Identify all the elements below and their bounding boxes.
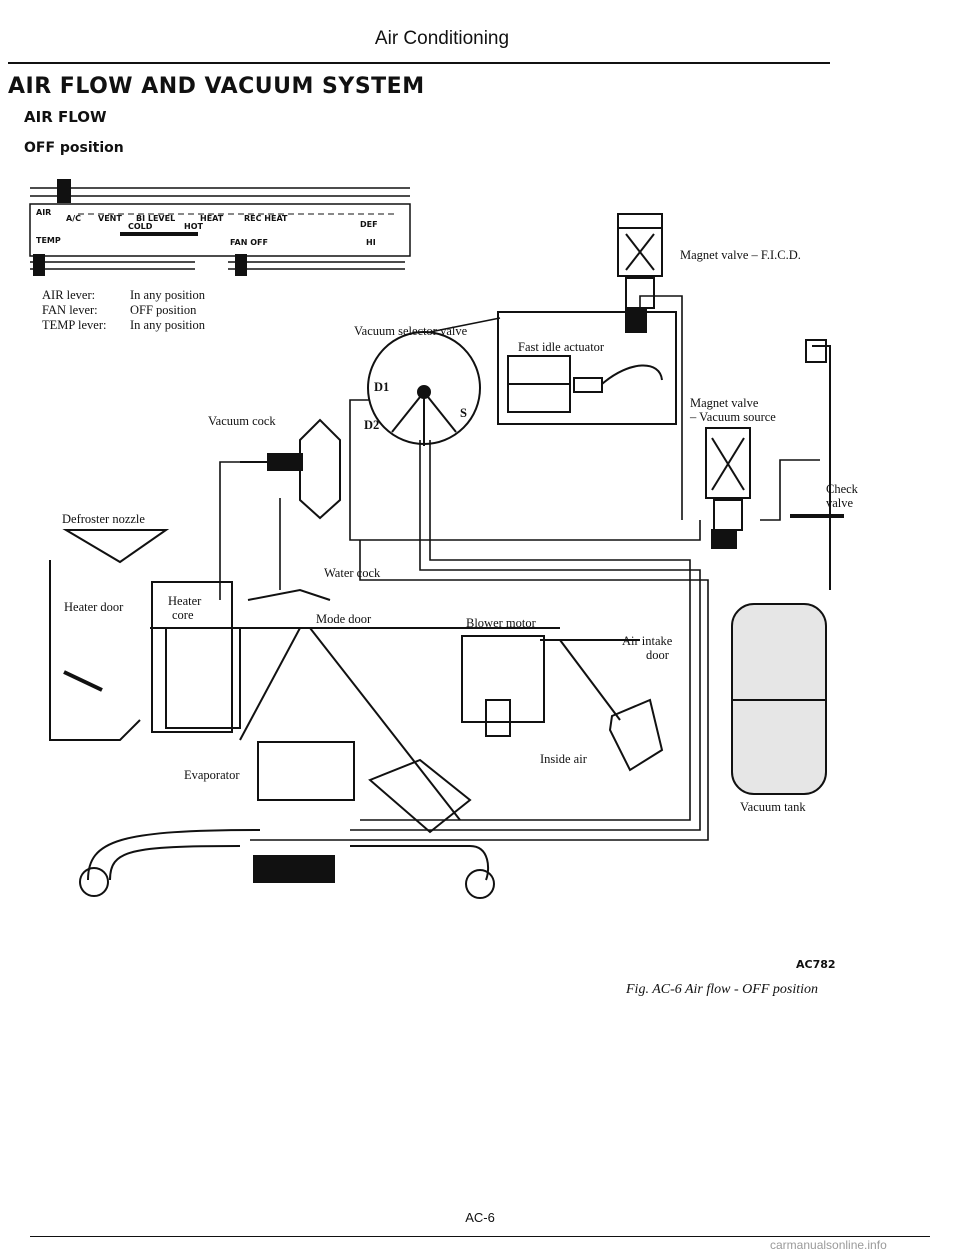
label-check-valve-1: Check bbox=[826, 482, 858, 496]
figure-caption: Fig. AC-6 Air flow - OFF position bbox=[626, 982, 818, 997]
label-vacuum-selector-valve: Vacuum selector valve bbox=[354, 324, 468, 338]
label-air-intake-door-2: door bbox=[646, 648, 669, 662]
label-magnet-valve-vacuum-source-2: – Vacuum source bbox=[690, 410, 776, 424]
blower-intake-shape bbox=[461, 635, 664, 772]
lever-setting-row: FAN lever: OFF position bbox=[42, 303, 205, 318]
air-position-rec-heat: REC HEAT bbox=[244, 214, 288, 223]
air-lever-label: AIR bbox=[36, 208, 52, 217]
label-heater-core-1: Heater bbox=[168, 594, 202, 608]
lever-position: In any position bbox=[130, 318, 205, 332]
section-title: Air Conditioning bbox=[374, 28, 510, 49]
vacuum-tank-shape bbox=[731, 339, 844, 795]
lever-position: OFF position bbox=[130, 303, 197, 317]
label-evaporator: Evaporator bbox=[184, 768, 240, 782]
air-lever-knob bbox=[57, 179, 71, 203]
label-heater-core-2: core bbox=[172, 608, 194, 622]
figure-code: AC782 bbox=[796, 958, 836, 971]
label-selector-port-d2: D2 bbox=[364, 418, 380, 432]
label-fast-idle-actuator: Fast idle actuator bbox=[518, 340, 605, 354]
page-number: AC-6 bbox=[465, 1210, 495, 1225]
temp-hot-label: HOT bbox=[184, 222, 203, 231]
label-blower-motor: Blower motor bbox=[466, 616, 536, 630]
lever-name: AIR lever: bbox=[42, 288, 96, 302]
label-defroster-nozzle: Defroster nozzle bbox=[62, 512, 145, 526]
fast-idle-actuator-shape bbox=[497, 311, 677, 425]
magnet-valve-ficd-shape bbox=[617, 213, 663, 333]
section-heading: AIR FLOW bbox=[24, 108, 107, 126]
magnet-valve-vacuum-source-shape bbox=[705, 427, 751, 549]
label-air-intake-door-1: Air intake bbox=[622, 634, 673, 648]
temp-lever-knob bbox=[33, 254, 45, 276]
label-inside-air: Inside air bbox=[540, 752, 587, 766]
air-position-vent: VENT bbox=[98, 214, 122, 223]
vacuum-cock-shape bbox=[240, 418, 341, 520]
floor-ducts-shape bbox=[79, 829, 495, 899]
temp-gradient-bar bbox=[120, 232, 198, 236]
temp-lever-label: TEMP bbox=[36, 236, 61, 245]
label-mode-door: Mode door bbox=[316, 612, 372, 626]
label-vacuum-tank: Vacuum tank bbox=[740, 800, 806, 814]
label-selector-port-d1: D1 bbox=[374, 380, 390, 394]
evaporator-shape bbox=[239, 627, 472, 834]
air-position-def: DEF bbox=[360, 220, 378, 229]
fan-off-label: FAN OFF bbox=[230, 238, 268, 247]
lever-name: FAN lever: bbox=[42, 303, 98, 317]
label-heater-door: Heater door bbox=[64, 600, 124, 614]
air-position-bilevel: BI LEVEL bbox=[136, 214, 176, 223]
page-title: AIR FLOW AND VACUUM SYSTEM bbox=[8, 74, 425, 99]
label-selector-port-s: S bbox=[460, 406, 467, 420]
heater-unit-shape bbox=[49, 529, 560, 741]
lever-settings: AIR lever: In any position FAN lever: OF… bbox=[42, 288, 205, 333]
lever-name: TEMP lever: bbox=[42, 318, 107, 332]
lever-setting-row: TEMP lever: In any position bbox=[42, 318, 205, 333]
lever-position: In any position bbox=[130, 288, 205, 302]
label-check-valve-2: valve bbox=[826, 496, 854, 510]
label-water-cock: Water cock bbox=[324, 566, 381, 580]
label-magnet-valve-vacuum-source-1: Magnet valve bbox=[690, 396, 759, 410]
air-position-heat: HEAT bbox=[200, 214, 224, 223]
fan-lever-knob bbox=[235, 254, 247, 276]
footer-rule bbox=[30, 1236, 930, 1237]
temp-cold-label: COLD bbox=[128, 222, 153, 231]
label-magnet-valve-ficd: Magnet valve – F.I.C.D. bbox=[680, 248, 801, 262]
lever-setting-row: AIR lever: In any position bbox=[42, 288, 205, 303]
vacuum-selector-valve-shape bbox=[367, 331, 481, 446]
subsection-heading: OFF position bbox=[24, 140, 124, 156]
control-panel bbox=[29, 179, 411, 276]
header-rule bbox=[8, 62, 830, 64]
label-vacuum-cock: Vacuum cock bbox=[208, 414, 276, 428]
fan-hi-label: HI bbox=[366, 238, 376, 247]
vacuum-hoses bbox=[219, 295, 820, 841]
air-position-ac: A/C bbox=[66, 214, 81, 223]
watermark: carmanualsonline.info bbox=[770, 1238, 887, 1252]
